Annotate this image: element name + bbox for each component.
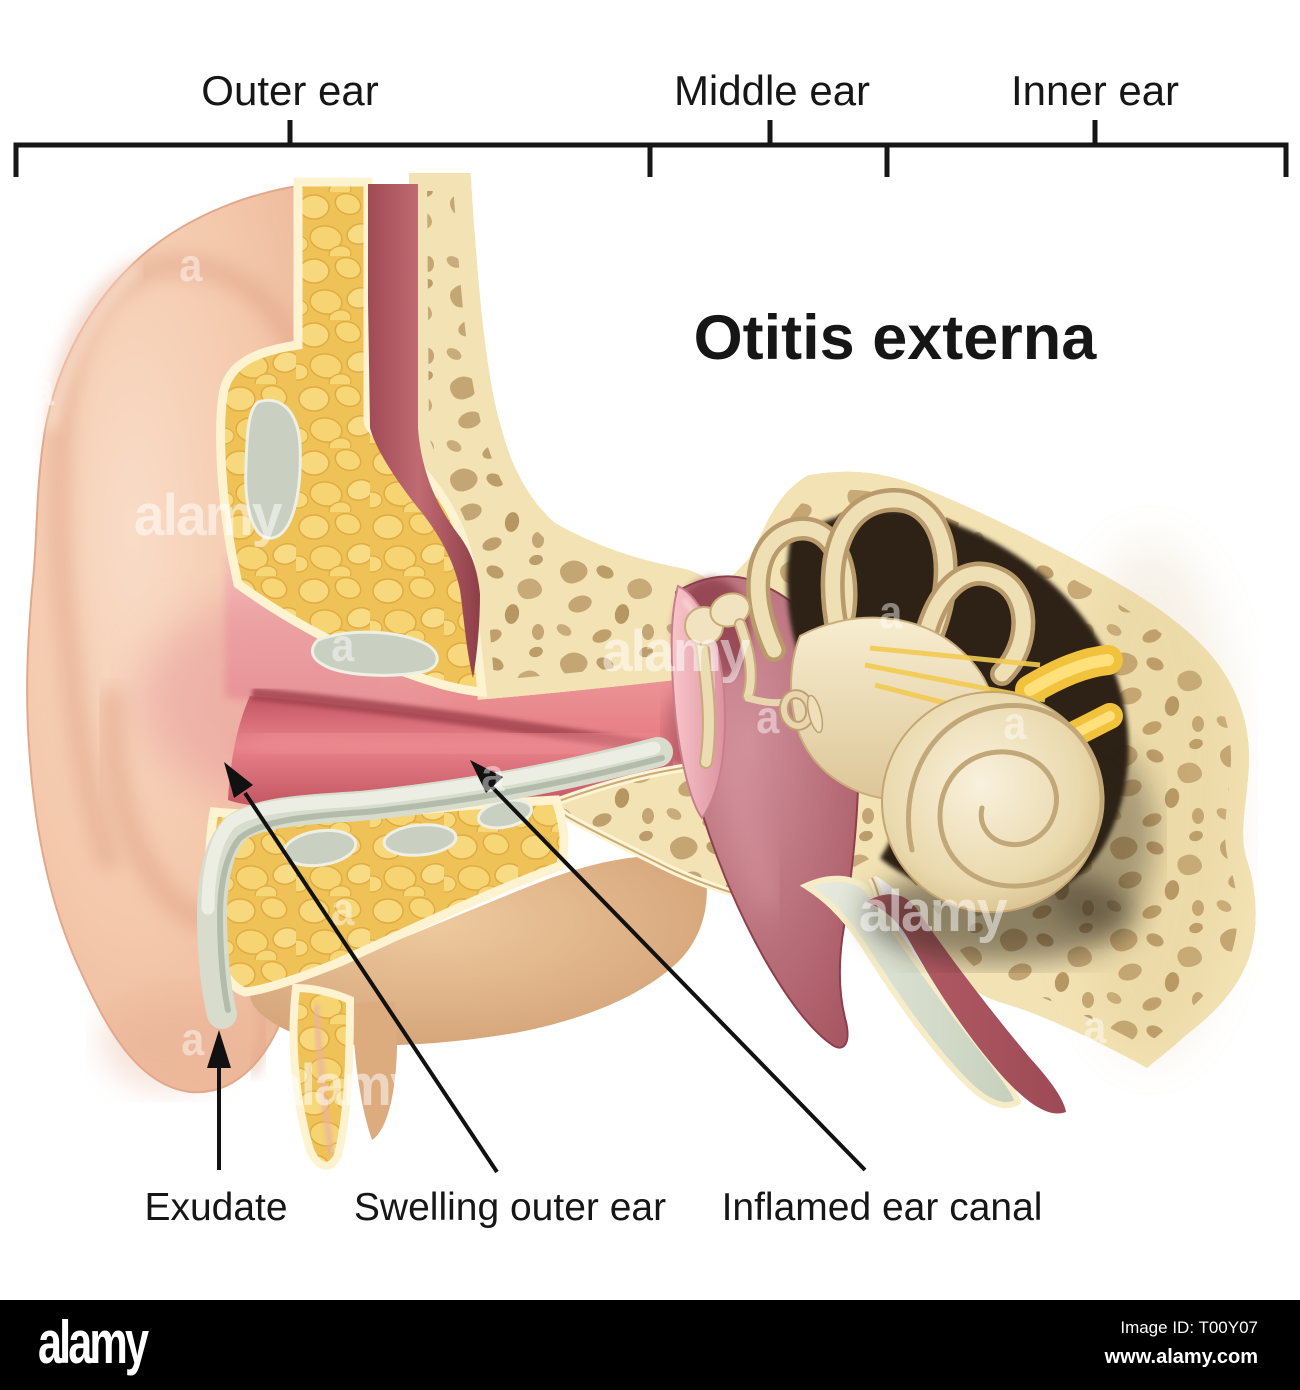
inner-ear [746,488,1155,963]
alamy-logo: alamy [38,1309,149,1376]
label-exudate: Exudate [144,1186,288,1229]
image-id: Image ID: T00Y07 [1120,1318,1258,1337]
parotid-region [250,856,707,1140]
arrow-inflamed [470,760,867,1172]
footer-bar: alamy Image ID: T00Y07 www.alamy.com [0,1300,1300,1390]
section-bracket [13,120,1289,177]
ossicle-chain [684,592,824,769]
arrow-swelling [224,762,499,1174]
cochlea-spiral [906,703,1105,889]
eardrum-and-ossicles [670,584,824,820]
label-inner-ear: Inner ear [1010,67,1180,114]
cochlea [881,691,1105,913]
semicircular-canals [746,488,1036,686]
label-middle-ear: Middle ear [673,67,871,114]
label-swelling: Swelling outer ear [353,1186,667,1229]
label-inflamed: Inflamed ear canal [721,1186,1043,1229]
annotation-arrows [207,760,867,1174]
footer-url[interactable]: www.alamy.com [1104,1346,1258,1368]
label-outer-ear: Outer ear [201,67,379,114]
page-title: Otitis externa [693,303,1097,373]
stapes-footplate [806,694,824,734]
footer-meta: Image ID: T00Y07 www.alamy.com [1105,1318,1258,1369]
muscle-band [368,184,480,678]
arrow-exudate [207,1030,231,1170]
